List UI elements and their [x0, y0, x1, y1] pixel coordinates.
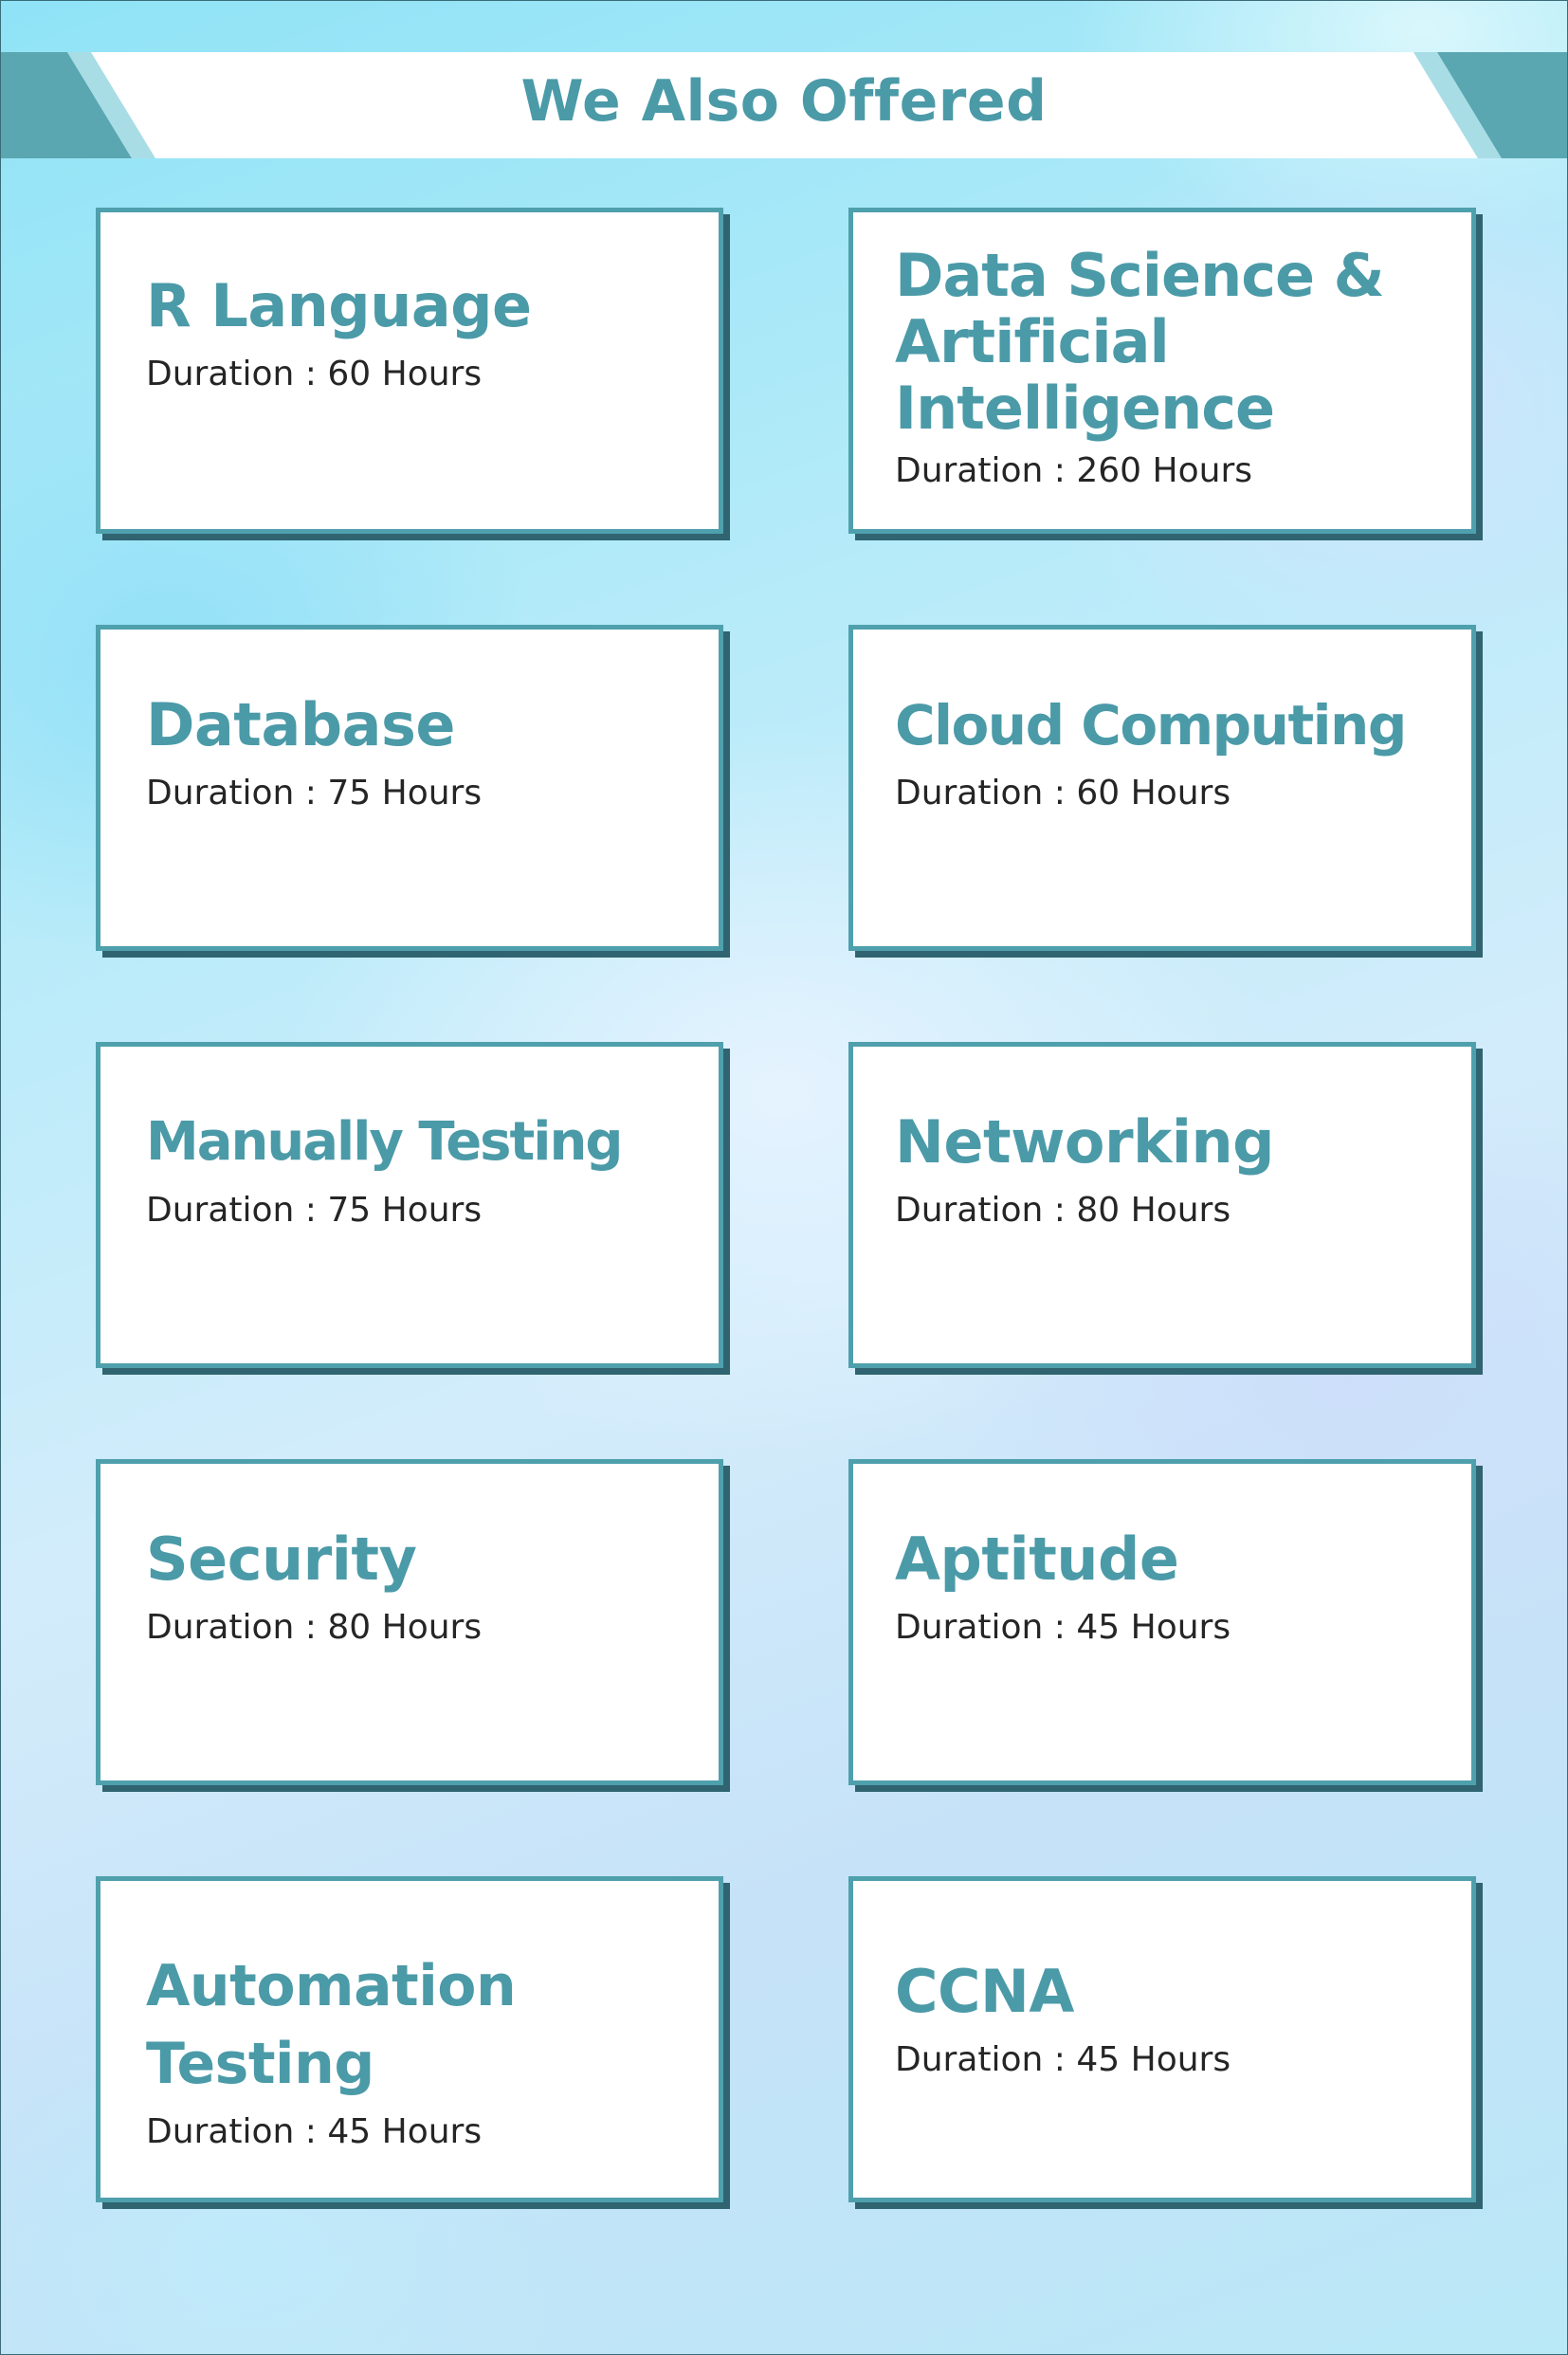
course-duration: Duration : 75 Hours	[146, 774, 483, 812]
course-duration: Duration : 60 Hours	[895, 774, 1231, 812]
course-grid: R Language Duration : 60 Hours Data Scie…	[96, 208, 1476, 2202]
course-title: Data Science & Artificial Intelligence	[895, 241, 1385, 443]
header-banner: We Also Offered	[1, 52, 1567, 158]
course-card-database: Database Duration : 75 Hours	[96, 625, 723, 951]
course-card-body: Automation Testing Duration : 45 Hours	[146, 1881, 700, 2198]
course-card-automation-testing: Automation Testing Duration : 45 Hours	[96, 1876, 723, 2202]
course-card-body: Security Duration : 80 Hours	[146, 1464, 700, 1780]
course-card-body: CCNA Duration : 45 Hours	[895, 1881, 1452, 2198]
course-card-body: Cloud Computing Duration : 60 Hours	[895, 630, 1452, 946]
course-card-ccna: CCNA Duration : 45 Hours	[848, 1876, 1476, 2202]
course-title: Aptitude	[895, 1524, 1179, 1594]
course-duration: Duration : 60 Hours	[146, 355, 483, 393]
course-title: Manually Testing	[146, 1111, 623, 1173]
page-title: We Also Offered	[520, 68, 1048, 135]
course-card-body: R Language Duration : 60 Hours	[146, 212, 700, 529]
course-card-body: Manually Testing Duration : 75 Hours	[146, 1047, 700, 1363]
course-card-networking: Networking Duration : 80 Hours	[848, 1042, 1476, 1368]
course-card-body: Networking Duration : 80 Hours	[895, 1047, 1452, 1363]
course-duration: Duration : 45 Hours	[146, 2112, 483, 2151]
course-title: R Language	[146, 271, 532, 340]
course-title: Automation Testing	[146, 1953, 517, 2097]
course-title: Cloud Computing	[895, 693, 1407, 758]
course-duration: Duration : 45 Hours	[895, 2040, 1231, 2079]
course-title: Security	[146, 1524, 417, 1594]
course-card-body: Database Duration : 75 Hours	[146, 630, 700, 946]
course-title: Database	[146, 690, 455, 759]
course-title: Networking	[895, 1107, 1275, 1177]
course-card-aptitude: Aptitude Duration : 45 Hours	[848, 1459, 1476, 1785]
course-card-cloud-computing: Cloud Computing Duration : 60 Hours	[848, 625, 1476, 951]
course-duration: Duration : 80 Hours	[146, 1608, 483, 1647]
course-card-security: Security Duration : 80 Hours	[96, 1459, 723, 1785]
course-card-body: Data Science & Artificial Intelligence D…	[895, 212, 1452, 529]
course-duration: Duration : 75 Hours	[146, 1191, 483, 1230]
course-title: CCNA	[895, 1957, 1074, 2026]
course-card-body: Aptitude Duration : 45 Hours	[895, 1464, 1452, 1780]
course-duration: Duration : 80 Hours	[895, 1191, 1231, 1230]
course-card-r-language: R Language Duration : 60 Hours	[96, 208, 723, 534]
course-card-manually-testing: Manually Testing Duration : 75 Hours	[96, 1042, 723, 1368]
banner-ribbon-shape	[1, 52, 1567, 158]
course-duration: Duration : 260 Hours	[895, 451, 1252, 490]
course-duration: Duration : 45 Hours	[895, 1608, 1231, 1647]
course-card-data-science: Data Science & Artificial Intelligence D…	[848, 208, 1476, 534]
